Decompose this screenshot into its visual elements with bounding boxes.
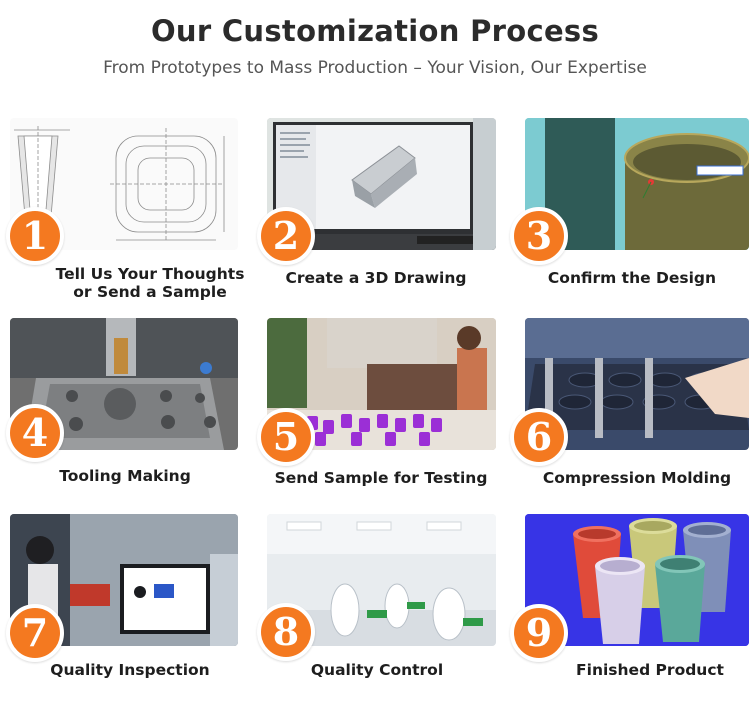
step-6-number-badge: 6 <box>510 408 568 466</box>
step-4-label: Tooling Making <box>59 467 191 485</box>
step-4-number-badge: 4 <box>6 404 64 462</box>
step-3-label: Confirm the Design <box>547 269 717 287</box>
finished-product-cups-image <box>525 514 749 646</box>
step-7-label: Quality Inspection <box>50 661 210 679</box>
step-1-label: Tell Us Your Thoughts or Send a Sample <box>40 265 260 301</box>
step-2-number-badge: 2 <box>257 207 315 265</box>
page-subtitle: From Prototypes to Mass Production – You… <box>103 58 647 78</box>
step-1-label-line1: Tell Us Your Thoughts <box>55 265 245 283</box>
step-6-label: Compression Molding <box>542 469 732 487</box>
tooling-machine-image <box>10 318 238 450</box>
step-1-number-badge: 1 <box>6 207 64 265</box>
step-5-number-badge: 5 <box>257 408 315 466</box>
page-title: Our Customization Process <box>150 14 600 48</box>
step-8-label: Quality Control <box>310 661 444 679</box>
step-3-number-badge: 3 <box>510 207 568 265</box>
step-2-label: Create a 3D Drawing <box>285 269 467 287</box>
step-9-label: Finished Product <box>576 661 724 679</box>
step-5-label: Send Sample for Testing <box>274 469 488 487</box>
step-9-number-badge: 9 <box>510 604 568 662</box>
step-7-number-badge: 7 <box>6 604 64 662</box>
step-1-label-line2: or Send a Sample <box>73 283 227 301</box>
step-8-number-badge: 8 <box>257 603 315 661</box>
3d-drawing-monitor-image <box>267 118 496 250</box>
